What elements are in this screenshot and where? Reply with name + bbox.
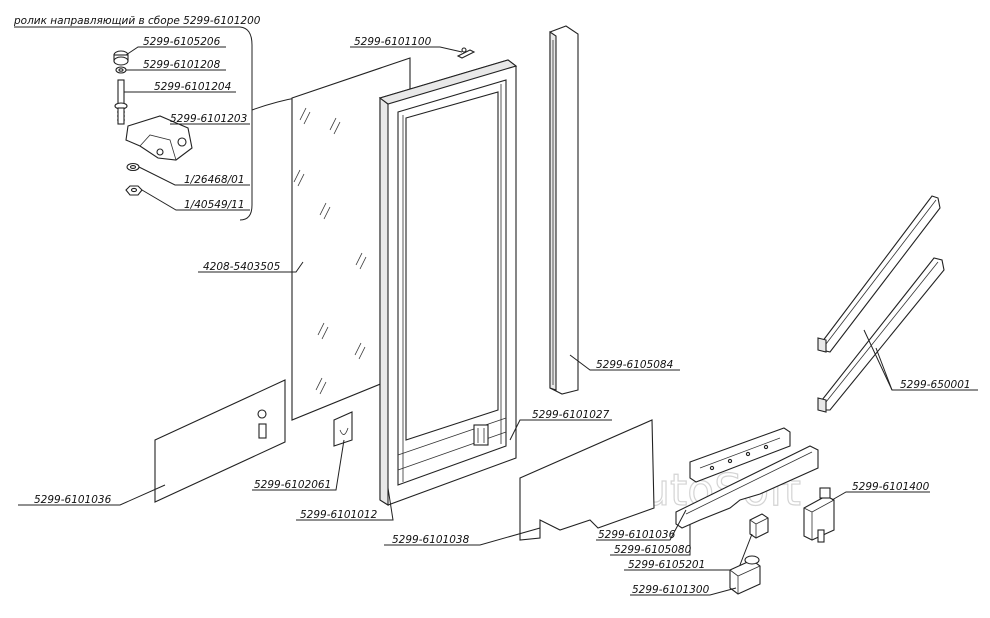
callout-5299-6102061: 5299-6102061 [254, 479, 331, 491]
handrail-bar-upper [817, 195, 941, 353]
callout-5299-6105201: 5299-6105201 [628, 559, 705, 571]
lock-mechanism [803, 487, 835, 543]
guide-rail-upper [689, 427, 791, 483]
handrail-bar-lower [817, 257, 945, 413]
hook-fitting [333, 411, 353, 447]
callout-5299-6101204: 5299-6101204 [154, 81, 231, 93]
roller-washer [115, 66, 127, 74]
door-frame [378, 59, 518, 506]
roller-assembly-note: ролик направляющий в сборе 5299-6101200 [13, 15, 261, 27]
callout-5299-6105080: 5299-6105080 [614, 544, 692, 556]
callout-5299-650001: 5299-650001 [900, 379, 971, 391]
callout-1-40549-11: 1/40549/11 [184, 199, 245, 211]
callout-5299-6101012: 5299-6101012 [300, 509, 378, 521]
assembly-bracket [14, 26, 253, 221]
lower-panel-left [154, 379, 286, 503]
callout-5299-6101038: 5299-6101038 [392, 534, 470, 546]
end-stop [729, 555, 761, 595]
callout-4208-5403505: 4208-5403505 [203, 261, 281, 273]
callout-5299-6101036-rail: 5299-6101036 [598, 529, 676, 541]
top-fitting [456, 47, 476, 59]
callout-5299-6101100: 5299-6101100 [354, 36, 432, 48]
callout-5299-6101203: 5299-6101203 [170, 113, 247, 125]
roller-cap [113, 50, 129, 66]
hex-nut [125, 185, 143, 196]
callout-5299-6105084: 5299-6105084 [596, 359, 673, 371]
seal-strip [549, 25, 579, 395]
callout-5299-6105206: 5299-6105206 [143, 36, 221, 48]
callout-5299-6101300: 5299-6101300 [632, 584, 710, 596]
callout-5299-6101036: 5299-6101036 [34, 494, 112, 506]
lower-panel-right [519, 419, 655, 541]
callout-5299-6101027: 5299-6101027 [532, 409, 610, 421]
roller-bracket [125, 115, 193, 161]
callout-5299-6101400: 5299-6101400 [852, 481, 930, 493]
callout-1-26468-01: 1/26468/01 [184, 174, 245, 186]
spring-washer [126, 162, 140, 172]
slider-block [749, 513, 769, 539]
roller-axle [114, 79, 128, 125]
guide-rail-lower [675, 445, 819, 529]
callout-5299-6101208: 5299-6101208 [143, 59, 221, 71]
